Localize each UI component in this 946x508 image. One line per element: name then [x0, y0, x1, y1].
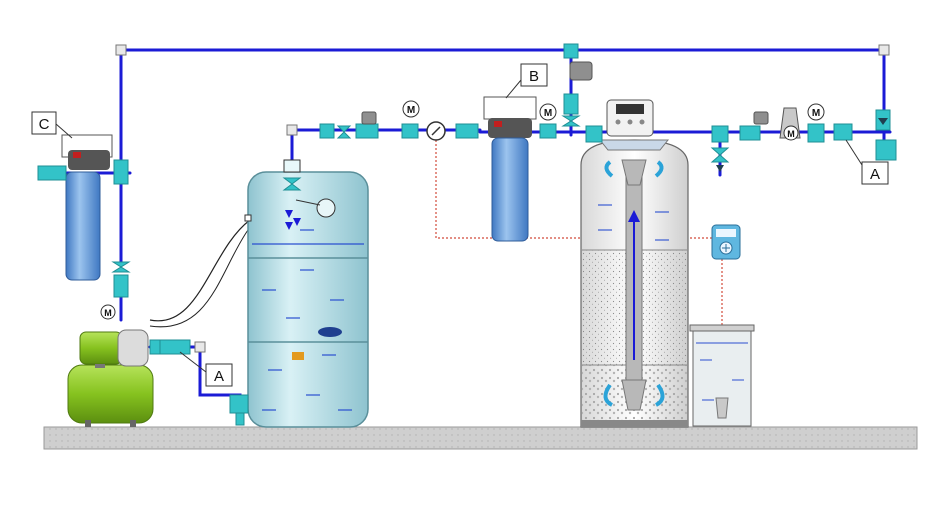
callout-a-left: A — [179, 351, 233, 387]
valve-markers — [716, 118, 888, 172]
flow-arrow-icon — [603, 383, 614, 407]
svg-text:M: M — [812, 108, 820, 119]
fittings — [111, 43, 897, 426]
flow-arrow-icon — [604, 160, 614, 178]
svg-text:M: M — [104, 308, 112, 318]
meter-m-icon: M — [807, 103, 825, 121]
svg-text:M: M — [544, 108, 552, 119]
pressure-gauge-icon — [426, 121, 446, 141]
flow-arrow-icon — [285, 210, 293, 218]
float-ball — [316, 198, 336, 218]
pressure-vessel — [67, 364, 154, 424]
controller-panel-icon — [711, 224, 741, 260]
svg-text:M: M — [407, 105, 415, 116]
callout-b: B — [505, 63, 548, 99]
flow-arrow-icon — [654, 383, 665, 407]
flow-arrow-icon — [628, 210, 640, 222]
flow-arrow-icon — [654, 160, 664, 178]
callout-a-right: A — [845, 139, 889, 185]
meter-m-icon: M — [783, 125, 799, 141]
meter-icons: M M M M M — [100, 100, 825, 320]
floor-slab — [43, 426, 918, 450]
tank-inlet-valve — [282, 159, 302, 230]
level-float — [318, 327, 342, 337]
filter-c — [37, 134, 113, 281]
svg-text:A: A — [870, 166, 880, 183]
pipe-network — [48, 48, 892, 412]
pipe-elbows — [115, 44, 890, 353]
svg-text:C: C — [39, 116, 50, 133]
treatment-column — [580, 99, 689, 428]
pump-station — [67, 329, 163, 427]
sensor-cable-2 — [149, 229, 249, 328]
pressure-sensor — [292, 352, 304, 360]
svg-text:A: A — [214, 368, 224, 385]
svg-text:M: M — [787, 129, 795, 139]
pump-motor — [79, 331, 123, 365]
meter-m-icon: M — [539, 103, 557, 121]
meter-m-icon: M — [100, 304, 116, 320]
callout-c: C — [31, 111, 73, 139]
svg-text:B: B — [529, 68, 539, 85]
filter-b — [483, 96, 537, 242]
flow-arrow-icon — [293, 218, 301, 226]
flow-arrow-icon — [285, 222, 293, 230]
meter-m-icon: M — [402, 100, 420, 118]
brine-tank — [689, 324, 755, 427]
storage-tank — [244, 171, 369, 428]
